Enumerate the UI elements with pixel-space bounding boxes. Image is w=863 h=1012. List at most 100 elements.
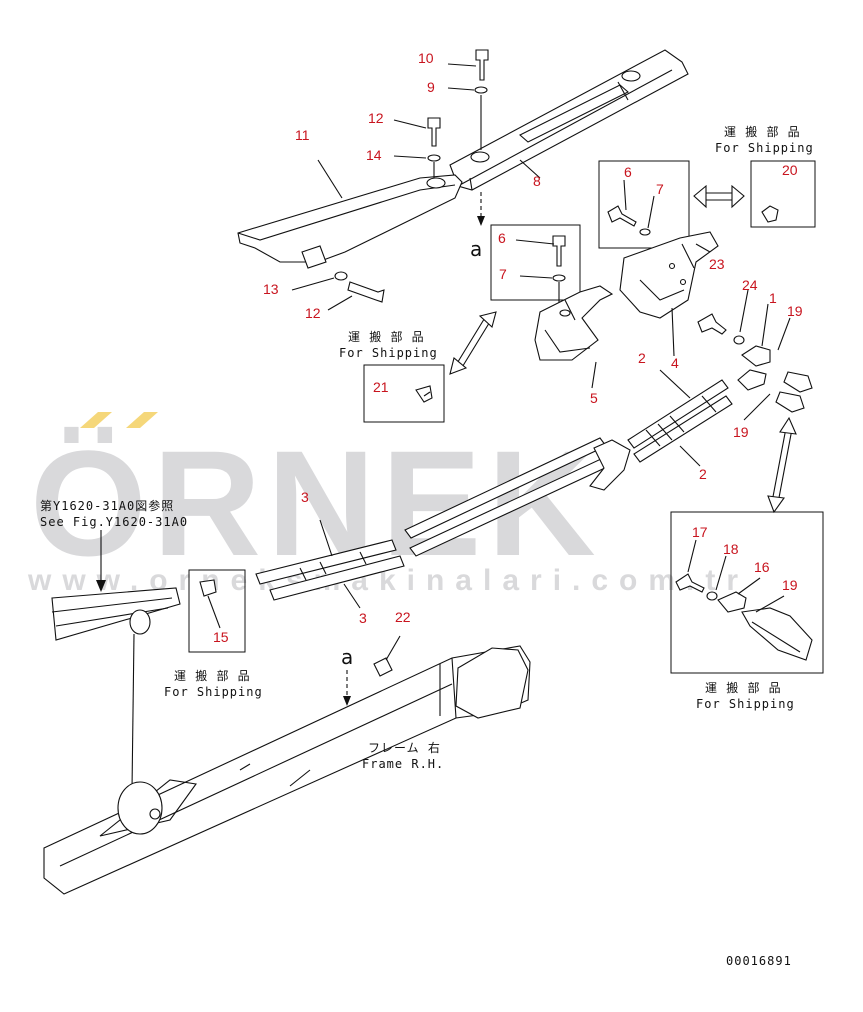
part-22-nut — [373, 657, 393, 677]
callout-21: 21 — [373, 379, 389, 395]
part-8-edge — [457, 69, 673, 191]
callout-20: 20 — [782, 162, 798, 178]
watermark-accent-left — [80, 412, 112, 428]
callout-24: 24 — [742, 277, 758, 293]
pipe-bend — [589, 439, 631, 491]
callout-18: 18 — [723, 541, 739, 557]
detail-box-bolt-6-7-right — [598, 160, 690, 249]
watermark-accent-right — [126, 412, 158, 428]
frame-label-jp: フレーム 右 — [368, 740, 441, 755]
see-fig-label-en: See Fig.Y1620-31A0 — [40, 515, 188, 529]
shipping-label-jp-right: 運 搬 部 品 — [705, 680, 782, 695]
callout-8: 8 — [533, 173, 541, 189]
callout-19-box: 19 — [782, 577, 798, 593]
shipping-label-en-right: For Shipping — [696, 697, 795, 711]
bolt-10 — [475, 49, 489, 81]
callout-7-right: 7 — [656, 181, 664, 197]
bolt-24 — [697, 313, 727, 335]
view-a-label: a — [470, 237, 482, 261]
boom-cylinder-left — [51, 530, 181, 791]
bolt-12-upper — [427, 117, 441, 147]
leader-lines — [207, 63, 791, 661]
callout-19-lower: 19 — [733, 424, 749, 440]
view-arrow-a-lower: a — [341, 645, 353, 706]
bolt-17 — [675, 573, 705, 593]
callout-19-upper: 19 — [787, 303, 803, 319]
callout-2-lower: 2 — [699, 466, 707, 482]
detail-box-parts-16-19 — [670, 511, 824, 674]
callout-16: 16 — [754, 559, 770, 575]
shipping-label-jp-mid: 運 搬 部 品 — [348, 329, 425, 344]
shipping-label-en-mid: For Shipping — [339, 346, 438, 360]
part-8-channel — [449, 49, 689, 191]
hose-group-middle — [255, 437, 631, 601]
callout-3-lower: 3 — [359, 610, 367, 626]
part-11-arm — [237, 174, 463, 263]
hose-3-b — [269, 555, 405, 601]
callout-6-center: 6 — [498, 230, 506, 246]
washer-24 — [733, 335, 745, 345]
bolt-6-right — [607, 205, 637, 227]
bolt-6-center — [552, 235, 566, 267]
shipping-label-jp-top: 運 搬 部 品 — [724, 124, 801, 139]
frame-label-en: Frame R.H. — [362, 757, 444, 771]
callout-11: 11 — [295, 127, 310, 143]
shipping-label-jp-left: 運 搬 部 品 — [174, 668, 251, 683]
callout-7-center: 7 — [499, 266, 507, 282]
part-8-slot — [519, 84, 629, 143]
shipping-label-en-left: For Shipping — [164, 685, 263, 699]
part-5-bracket — [534, 285, 614, 361]
double-arrow-right-vertical — [767, 416, 797, 514]
part-11-clamp — [301, 245, 327, 269]
callout-4: 4 — [671, 355, 679, 371]
callout-23: 23 — [709, 256, 725, 272]
callout-5: 5 — [590, 390, 598, 406]
callout-9: 9 — [427, 79, 435, 95]
elbow-16 — [717, 591, 747, 613]
hose-3-a — [255, 539, 397, 585]
watermark-brand: ÖRNEK — [30, 419, 602, 587]
callout-10: 10 — [418, 50, 434, 66]
elbow-1-upper — [741, 345, 771, 367]
callout-3-upper: 3 — [301, 489, 309, 505]
detail-box-part-21 — [363, 364, 445, 423]
view-a-lower-label: a — [341, 645, 353, 669]
washer-7-right — [639, 228, 651, 236]
part-15-fitting — [199, 579, 217, 597]
bolt-12-lower — [347, 281, 385, 303]
callout-13: 13 — [263, 281, 279, 297]
double-arrow-top — [693, 184, 745, 209]
see-fig-label-jp: 第Y1620-31A0図参照 — [40, 498, 174, 513]
part-20-nut — [761, 205, 779, 223]
text-labels: 運 搬 部 品 For Shipping 運 搬 部 品 For Shippin… — [40, 124, 813, 968]
callout-numbers: 10 9 12 11 14 8 13 12 6 7 6 7 20 23 24 1… — [213, 50, 803, 645]
callout-14: 14 — [366, 147, 382, 163]
part-8-boss-mid — [470, 151, 490, 163]
part-8-boss-end — [621, 70, 641, 82]
detail-box-bolt-6-7 — [490, 224, 581, 301]
part-11-boss — [426, 177, 446, 189]
boom-assembly-upper — [237, 49, 689, 269]
part-21-fitting — [415, 385, 433, 403]
fasteners-upper — [334, 49, 489, 303]
hose-group-right — [627, 313, 813, 463]
callout-12-upper: 12 — [368, 110, 384, 126]
frame-rh — [43, 645, 531, 895]
elbow-1-lower — [737, 369, 767, 391]
callout-1: 1 — [769, 290, 777, 306]
part-4-bracket — [619, 231, 719, 319]
washer-9 — [474, 86, 488, 94]
callout-17: 17 — [692, 524, 708, 540]
washer-18 — [706, 591, 718, 601]
hose-19-lower — [775, 391, 805, 413]
watermark: ÖRNEK www.orneksmakinalari.com.tr — [27, 412, 738, 597]
view-arrow-a-upper: a — [470, 192, 485, 261]
hose-19-upper — [783, 371, 813, 393]
double-arrow-left — [449, 311, 497, 375]
washer-7-center — [552, 274, 566, 282]
hose-2-b — [633, 395, 733, 463]
part-8-joint — [617, 81, 629, 101]
callout-15: 15 — [213, 629, 229, 645]
drawing-number: 00016891 — [726, 954, 792, 968]
